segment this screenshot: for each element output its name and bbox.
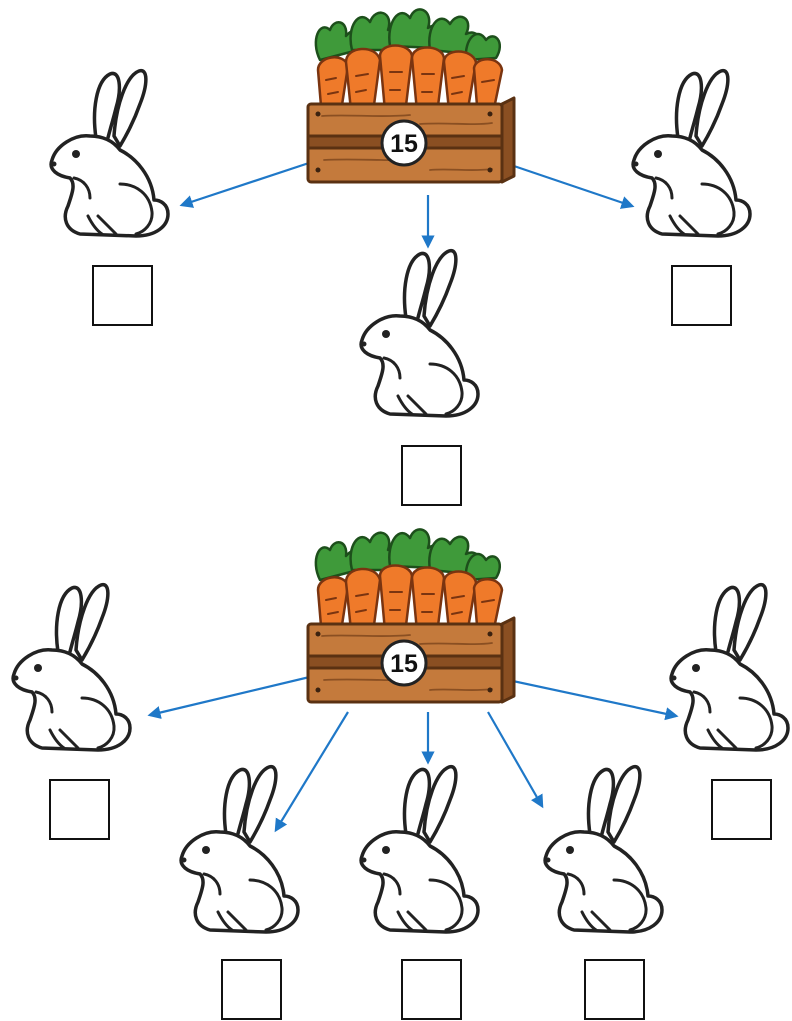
carrot-crate-icon: 15 — [306, 527, 516, 704]
arrow-icon — [487, 711, 544, 809]
rabbit-icon — [543, 764, 664, 934]
puzzle-1: 15 — [49, 7, 752, 506]
arrows-1 — [179, 158, 635, 249]
answer-box[interactable] — [671, 265, 732, 326]
rabbit-icon — [359, 248, 480, 418]
rabbit-icon — [49, 68, 170, 238]
carrot-count: 15 — [390, 650, 418, 678]
answer-box[interactable] — [401, 445, 462, 506]
carrot-crate-icon: 15 — [306, 7, 516, 184]
rabbit-icon — [11, 582, 132, 752]
answer-box[interactable] — [49, 779, 110, 840]
rabbit-icon — [631, 68, 752, 238]
answer-box[interactable] — [221, 959, 282, 1020]
answer-box[interactable] — [92, 265, 153, 326]
answer-box[interactable] — [711, 779, 772, 840]
arrow-icon — [147, 673, 319, 719]
rabbit-icon — [179, 764, 300, 934]
arrows-2 — [147, 673, 679, 833]
arrow-icon — [179, 158, 319, 208]
answer-box[interactable] — [401, 959, 462, 1020]
carrot-count: 15 — [390, 130, 418, 158]
rabbit-icon — [359, 764, 480, 934]
puzzle-2: 15 — [11, 527, 790, 1020]
answer-box[interactable] — [584, 959, 645, 1020]
rabbit-icon — [669, 582, 790, 752]
arrow-icon — [507, 678, 679, 721]
arrow-icon — [507, 162, 635, 209]
arrow-icon — [274, 711, 349, 833]
